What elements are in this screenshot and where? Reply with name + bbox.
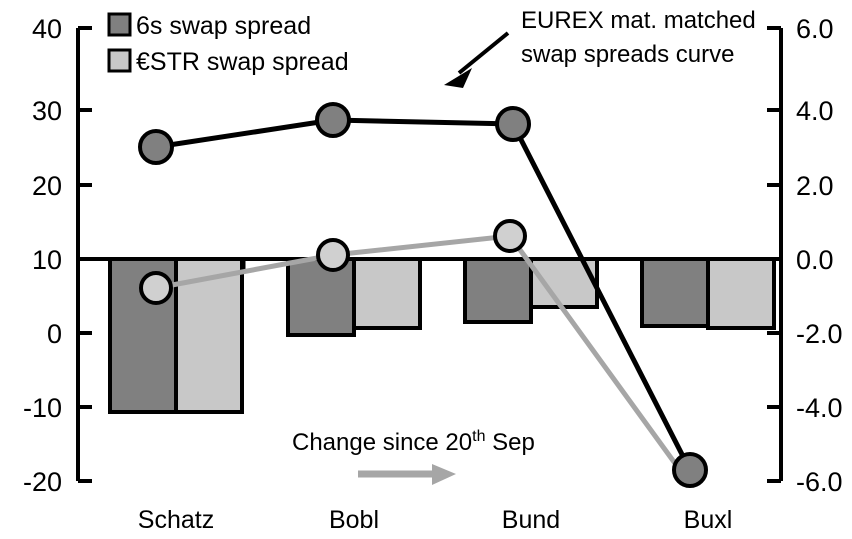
- left-tick-label: 20: [32, 171, 62, 201]
- category-label-bund: Bund: [502, 506, 560, 534]
- bar-6s-bobl: [286, 257, 356, 337]
- bar-estr-bobl: [352, 257, 422, 330]
- right-tick-label: 0.0: [796, 245, 834, 275]
- right-axis-tick-labels: 6.0 4.0 2.0 0.0 -2.0 -4.0 -6.0: [796, 14, 843, 497]
- legend: 6s swap spread €STR swap spread: [107, 12, 349, 76]
- left-tick-label: 40: [32, 14, 62, 44]
- curve-callout-line-1: EUREX mat. matched: [521, 7, 756, 34]
- line-series-eurex-curve: [138, 102, 708, 488]
- bar-series-6s-swap-spread: [108, 257, 710, 414]
- change-note-suffix: Sep: [485, 429, 534, 456]
- bar-6s-bund: [463, 257, 533, 324]
- bar-6s-buxl: [640, 257, 710, 328]
- line-marker-second-bobl: [316, 238, 350, 272]
- left-tick-label: 30: [32, 96, 62, 126]
- callout-arrow-icon: [444, 31, 510, 88]
- change-note-superscript: th: [472, 428, 485, 445]
- left-tick-label: -10: [23, 393, 62, 423]
- right-axis: [767, 26, 783, 483]
- line-marker-eurex-schatz: [138, 129, 174, 165]
- right-tick-label: -2.0: [796, 319, 843, 349]
- annotation-curve-callout: EUREX mat. matched swap spreads curve: [444, 7, 756, 88]
- line-marker-second-bund: [493, 219, 527, 253]
- change-note-prefix: Change since 20: [292, 429, 472, 456]
- category-label-buxl: Buxl: [684, 506, 733, 534]
- left-axis: [76, 26, 92, 483]
- right-tick-label: 6.0: [796, 14, 834, 44]
- left-tick-label: 10: [32, 245, 62, 275]
- line-series-second-curve: [139, 219, 693, 486]
- right-tick-label: 2.0: [796, 171, 834, 201]
- annotation-change-note: Change since 20th Sep: [292, 428, 535, 485]
- category-label-bobl: Bobl: [329, 506, 379, 534]
- line-marker-eurex-bund: [495, 106, 531, 142]
- category-label-schatz: Schatz: [138, 506, 214, 534]
- legend-swatch-estr-swap-spread: [107, 48, 132, 73]
- right-tick-label: 4.0: [796, 96, 834, 126]
- left-tick-label: 0: [47, 319, 62, 349]
- change-note-arrow-icon: [358, 464, 456, 485]
- legend-label-estr-swap-spread: €STR swap spread: [136, 48, 349, 76]
- bar-series-estr-swap-spread: [174, 257, 776, 414]
- line-marker-eurex-buxl: [672, 452, 708, 488]
- bar-estr-buxl: [706, 257, 776, 330]
- left-axis-tick-labels: 40 30 20 10 0 -10 -20: [23, 14, 62, 497]
- curve-callout-line-2: swap spreads curve: [521, 41, 734, 68]
- left-tick-label: -20: [23, 467, 62, 497]
- x-axis-category-labels: Schatz Bobl Bund Buxl: [138, 506, 733, 534]
- line-marker-second-schatz: [139, 271, 173, 305]
- right-tick-label: -6.0: [796, 467, 843, 497]
- line-marker-eurex-bobl: [315, 102, 351, 138]
- right-tick-label: -4.0: [796, 393, 843, 423]
- legend-label-6s-swap-spread: 6s swap spread: [136, 12, 311, 40]
- change-note-text: Change since 20th Sep: [292, 428, 535, 456]
- legend-swatch-6s-swap-spread: [107, 12, 132, 37]
